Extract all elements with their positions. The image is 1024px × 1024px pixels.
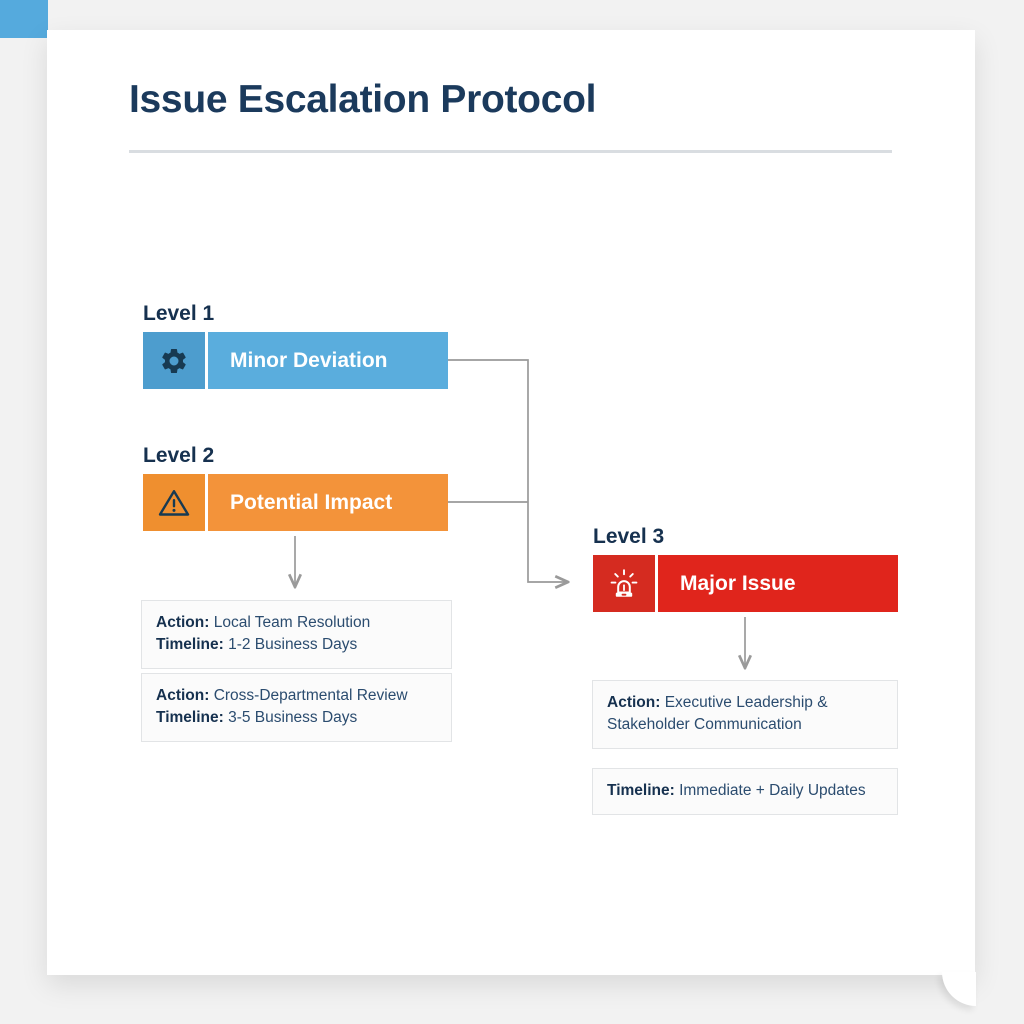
timeline-label: Timeline: [156,636,224,653]
siren-alarm-icon [593,555,655,612]
level-1-block[interactable]: Minor Deviation [143,332,448,389]
timeline-value: 3-5 Business Days [228,709,358,726]
page-card: Issue Escalation Protocol Level 1 Minor … [47,30,976,1006]
detail-card-level-1: Action: Local Team Resolution Timeline: … [141,600,452,669]
timeline-label: Timeline: [607,782,675,799]
level-3-block[interactable]: Major Issue [593,555,898,612]
timeline-value: Immediate + Daily Updates [679,782,866,799]
page-title: Issue Escalation Protocol [129,78,597,121]
gear-icon [143,332,205,389]
card-corner-curl [942,972,976,1006]
action-line: Action: Executive Leadership & Stakehold… [607,692,883,736]
action-label: Action: [156,687,210,704]
detail-card-level-3-action: Action: Executive Leadership & Stakehold… [592,680,898,749]
timeline-line: Timeline: 1-2 Business Days [156,634,437,656]
level-1-title: Minor Deviation [205,332,448,389]
action-label: Action: [607,694,661,711]
action-value: Executive Leadership & Stakeholder Commu… [607,694,828,733]
detail-card-level-2: Action: Cross-Departmental Review Timeli… [141,673,452,742]
timeline-label: Timeline: [156,709,224,726]
level-1-label: Level 1 [143,302,215,325]
level-2-title: Potential Impact [205,474,448,531]
warning-triangle-icon [143,474,205,531]
decorative-corner-square [0,0,48,38]
level-2-block[interactable]: Potential Impact [143,474,448,531]
connector-level1-to-level3 [448,359,567,582]
timeline-line: Timeline: 3-5 Business Days [156,707,437,729]
level-2-label: Level 2 [143,444,215,467]
timeline-line: Timeline: Immediate + Daily Updates [607,780,883,802]
title-divider [129,150,892,153]
level-3-label: Level 3 [593,525,665,548]
action-line: Action: Local Team Resolution [156,612,437,634]
detail-card-level-3-timeline: Timeline: Immediate + Daily Updates [592,768,898,815]
timeline-value: 1-2 Business Days [228,636,358,653]
action-value: Cross-Departmental Review [213,687,408,704]
level-3-title: Major Issue [655,555,898,612]
action-label: Action: [156,614,210,631]
action-line: Action: Cross-Departmental Review [156,685,437,707]
action-value: Local Team Resolution [213,614,371,631]
